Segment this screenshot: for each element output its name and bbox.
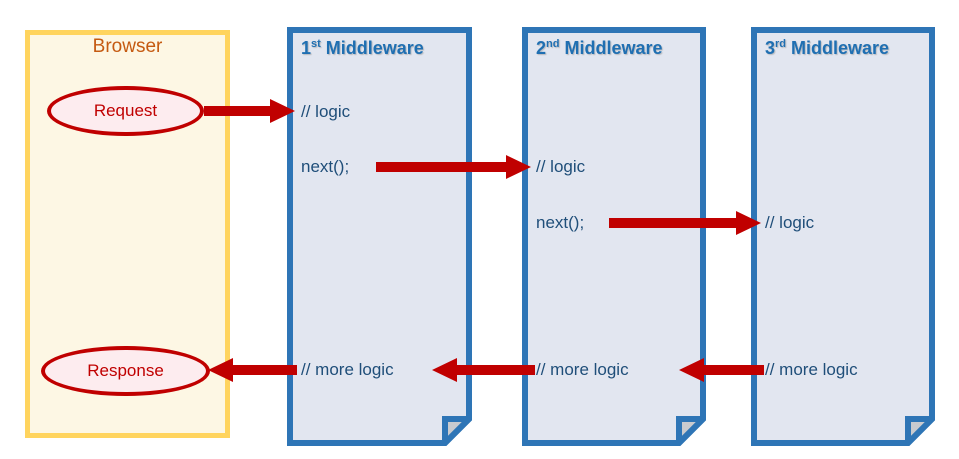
middleware-3-line-more-logic: // more logic [765,360,858,379]
middleware-3-line-logic: // logic [765,213,815,232]
middleware-2-line-more-logic: // more logic [536,360,629,379]
arrow-mw3-to-mw2-return [679,356,765,384]
middleware-2-ordinal-suffix: nd [546,38,560,50]
middleware-2-shape [522,27,706,446]
middleware-2-box [522,27,706,446]
middleware-3-ordinal-suffix: rd [775,38,787,50]
middleware-3-ordinal: 3 [765,38,776,58]
middleware-2-line-next: next(); [536,213,585,232]
middleware-3-box [751,27,935,446]
middleware-3-title-rest: Middleware [786,38,890,58]
response-bubble: Response [41,346,210,396]
middleware-1-ordinal: 1 [301,38,312,58]
middleware-2-line-logic: // logic [536,157,586,176]
middleware-1-title-rest: Middleware [320,38,424,58]
middleware-2-title: 2nd Middleware [536,38,663,59]
middleware-1-line-next: next(); [301,157,350,176]
middleware-1-title: 1st Middleware [301,38,424,59]
arrow-request-to-mw1 [204,97,296,125]
request-bubble: Request [47,86,204,136]
arrow-mw1-to-response [208,356,298,384]
middleware-1-line-more-logic: // more logic [301,360,394,379]
middleware-3-title: 3rd Middleware [765,38,889,59]
browser-label: Browser [92,36,163,57]
middleware-1-line-logic: // logic [301,102,351,121]
arrow-mw2-to-mw1-return [432,356,536,384]
arrow-mw1-next-to-mw2 [376,153,532,181]
middleware-3-shape [751,27,935,446]
middleware-2-title-rest: Middleware [559,38,663,58]
middleware-2-ordinal: 2 [536,38,547,58]
middleware-1-ordinal-suffix: st [311,38,321,50]
arrow-mw2-next-to-mw3 [609,209,762,237]
